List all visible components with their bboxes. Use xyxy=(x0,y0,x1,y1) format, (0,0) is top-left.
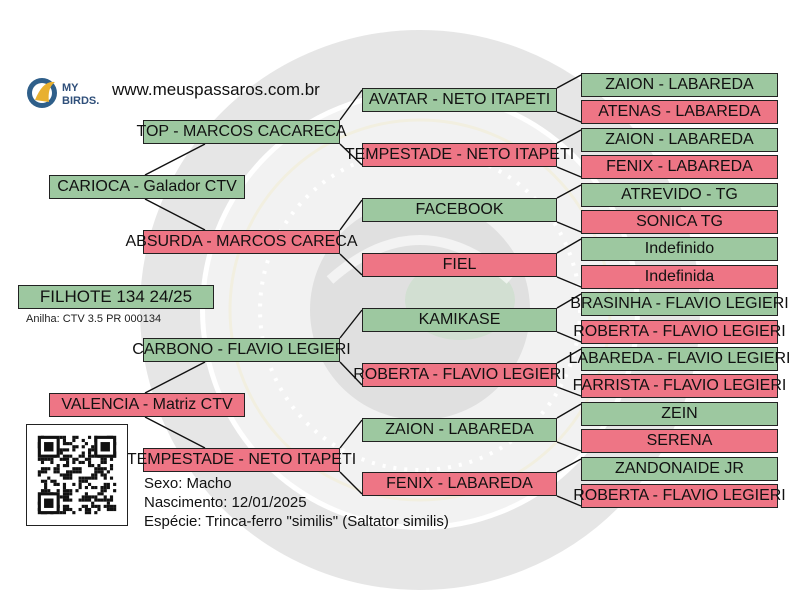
great-grandparent-box: FACEBOOK xyxy=(362,198,557,222)
great-grandparent-box-label: KAMIKASE xyxy=(418,311,501,328)
grandparent-box: TOP - MARCOS CACARECA xyxy=(136,120,347,144)
great-grandparent-box-label: ROBERTA - FLAVIO LEGIERI xyxy=(353,366,566,383)
connector-line xyxy=(144,143,206,176)
birth-info: Nascimento: 12/01/2025 xyxy=(144,494,307,511)
connector-line xyxy=(556,129,582,144)
great-great-grandparent-box: ZAION - LABAREDA xyxy=(581,73,778,97)
connector-line xyxy=(556,348,582,364)
qr-code xyxy=(26,424,128,526)
great-great-grandparent-box-label: SONICA TG xyxy=(636,213,723,230)
great-grandparent-box-label: FACEBOOK xyxy=(415,201,504,218)
connector-line xyxy=(339,143,363,166)
connector-line xyxy=(556,184,582,199)
connector-line xyxy=(144,198,206,231)
great-great-grandparent-box: FARRISTA - FLAVIO LEGIERI xyxy=(573,374,786,398)
great-grandparent-box-label: TEMPESTADE - NETO ITAPETI xyxy=(344,146,575,163)
connector-line xyxy=(339,89,363,121)
mybirds-logo: MY BIRDS. xyxy=(27,78,99,108)
great-great-grandparent-box-label: ATENAS - LABAREDA xyxy=(598,103,761,120)
connector-line xyxy=(339,199,363,231)
connector-line xyxy=(339,419,363,449)
great-great-grandparent-box-label: FENIX - LABAREDA xyxy=(606,158,753,175)
logo-text-bottom: BIRDS. xyxy=(62,95,99,107)
grandparent-box: ABSURDA - MARCOS CARECA xyxy=(125,230,358,254)
mother-box-label: VALENCIA - Matriz CTV xyxy=(61,396,233,413)
great-great-grandparent-box-label: ATREVIDO - TG xyxy=(621,186,738,203)
great-great-grandparent-box: ATENAS - LABAREDA xyxy=(581,100,778,124)
father-box-label: CARIOCA - Galador CTV xyxy=(57,178,237,195)
connector-line xyxy=(339,361,363,386)
connector-line xyxy=(556,386,582,397)
connector-line xyxy=(144,361,206,394)
subject-name-label: FILHOTE 134 24/25 xyxy=(39,287,193,306)
great-great-grandparent-box-label: ZANDONAIDE JR xyxy=(615,460,744,477)
great-grandparent-box: AVATAR - NETO ITAPETI xyxy=(362,88,557,112)
great-grandparent-box-label: AVATAR - NETO ITAPETI xyxy=(368,91,551,108)
species-info: Espécie: Trinca-ferro "similis" (Saltato… xyxy=(144,513,449,530)
connector-line xyxy=(339,253,363,276)
great-great-grandparent-box-label: BRASINHA - FLAVIO LEGIERI xyxy=(570,295,789,312)
connector-line xyxy=(556,111,582,123)
great-grandparent-box-label: FENIX - LABAREDA xyxy=(386,475,533,492)
grandparent-box-label: ABSURDA - MARCOS CARECA xyxy=(125,233,358,250)
great-great-grandparent-box: BRASINHA - FLAVIO LEGIERI xyxy=(570,292,789,316)
website-url: www.meuspassaros.com.br xyxy=(112,80,320,99)
great-grandparent-box-label: ZAION - LABAREDA xyxy=(385,421,534,438)
connector-line xyxy=(339,471,363,495)
connector-line xyxy=(339,309,363,339)
great-great-grandparent-box-label: ZAION - LABAREDA xyxy=(605,131,754,148)
connector-line xyxy=(556,276,582,288)
connector-line xyxy=(556,166,582,178)
great-grandparent-box-label: FIEL xyxy=(442,256,477,273)
great-great-grandparent-box-label: ZEIN xyxy=(661,405,698,422)
great-grandparent-box: FIEL xyxy=(362,253,557,277)
grandparent-box: TEMPESTADE - NETO ITAPETI xyxy=(127,448,356,472)
connector-line xyxy=(556,403,582,419)
great-great-grandparent-box: ZAION - LABAREDA xyxy=(581,128,778,152)
ring-number: Anilha: CTV 3.5 PR 000134 xyxy=(26,313,162,325)
connector-line xyxy=(556,293,582,309)
great-great-grandparent-box: Indefinida xyxy=(581,265,778,289)
great-great-grandparent-box: ZANDONAIDE JR xyxy=(581,457,778,481)
great-great-grandparent-box-label: FARRISTA - FLAVIO LEGIERI xyxy=(572,377,787,394)
great-grandparent-box: ROBERTA - FLAVIO LEGIERI xyxy=(353,363,566,387)
grandparent-box-label: CARBONO - FLAVIO LEGIERI xyxy=(132,341,351,358)
great-great-grandparent-box-label: ROBERTA - FLAVIO LEGIERI xyxy=(573,323,786,340)
connector-line xyxy=(556,74,582,89)
connector-line xyxy=(556,331,582,343)
great-great-grandparent-box: ZEIN xyxy=(581,402,778,426)
connector-line xyxy=(556,495,582,507)
great-great-grandparent-box: SONICA TG xyxy=(581,210,778,234)
great-grandparent-box: ZAION - LABAREDA xyxy=(362,418,557,442)
grandparent-box-label: TEMPESTADE - NETO ITAPETI xyxy=(126,451,357,468)
great-grandparent-box: TEMPESTADE - NETO ITAPETI xyxy=(345,143,574,167)
subject-name-box: FILHOTE 134 24/25 xyxy=(18,285,214,309)
great-great-grandparent-box: ROBERTA - FLAVIO LEGIERI xyxy=(573,320,786,344)
grandparent-box-label: TOP - MARCOS CACARECA xyxy=(136,123,347,140)
great-great-grandparent-box: ROBERTA - FLAVIO LEGIERI xyxy=(573,484,786,508)
connector-line xyxy=(556,441,582,452)
connector-line xyxy=(144,416,206,449)
great-great-grandparent-box-label: LABAREDA - FLAVIO LEGIERI xyxy=(568,350,791,367)
father-box: CARIOCA - Galador CTV xyxy=(49,175,245,199)
sex-info: Sexo: Macho xyxy=(144,475,232,492)
great-great-grandparent-box-label: Indefinido xyxy=(644,240,715,257)
great-great-grandparent-box-label: SERENA xyxy=(646,432,713,449)
grandparent-box: CARBONO - FLAVIO LEGIERI xyxy=(132,338,351,362)
great-great-grandparent-box-label: Indefinida xyxy=(644,268,715,285)
great-great-grandparent-box-label: ZAION - LABAREDA xyxy=(605,76,754,93)
connector-line xyxy=(556,458,582,473)
mother-box: VALENCIA - Matriz CTV xyxy=(49,393,245,417)
great-great-grandparent-box: ATREVIDO - TG xyxy=(581,183,778,207)
great-great-grandparent-box: SERENA xyxy=(581,429,778,453)
great-great-grandparent-box: LABAREDA - FLAVIO LEGIERI xyxy=(569,347,791,371)
great-grandparent-box: FENIX - LABAREDA xyxy=(362,472,557,496)
great-great-grandparent-box: FENIX - LABAREDA xyxy=(581,155,778,179)
connector-line xyxy=(556,221,582,233)
great-great-grandparent-box: Indefinido xyxy=(581,237,778,261)
connector-line xyxy=(556,238,582,254)
great-great-grandparent-box-label: ROBERTA - FLAVIO LEGIERI xyxy=(573,487,786,504)
great-grandparent-box: KAMIKASE xyxy=(362,308,557,332)
logo-text-top: MY xyxy=(62,82,79,94)
